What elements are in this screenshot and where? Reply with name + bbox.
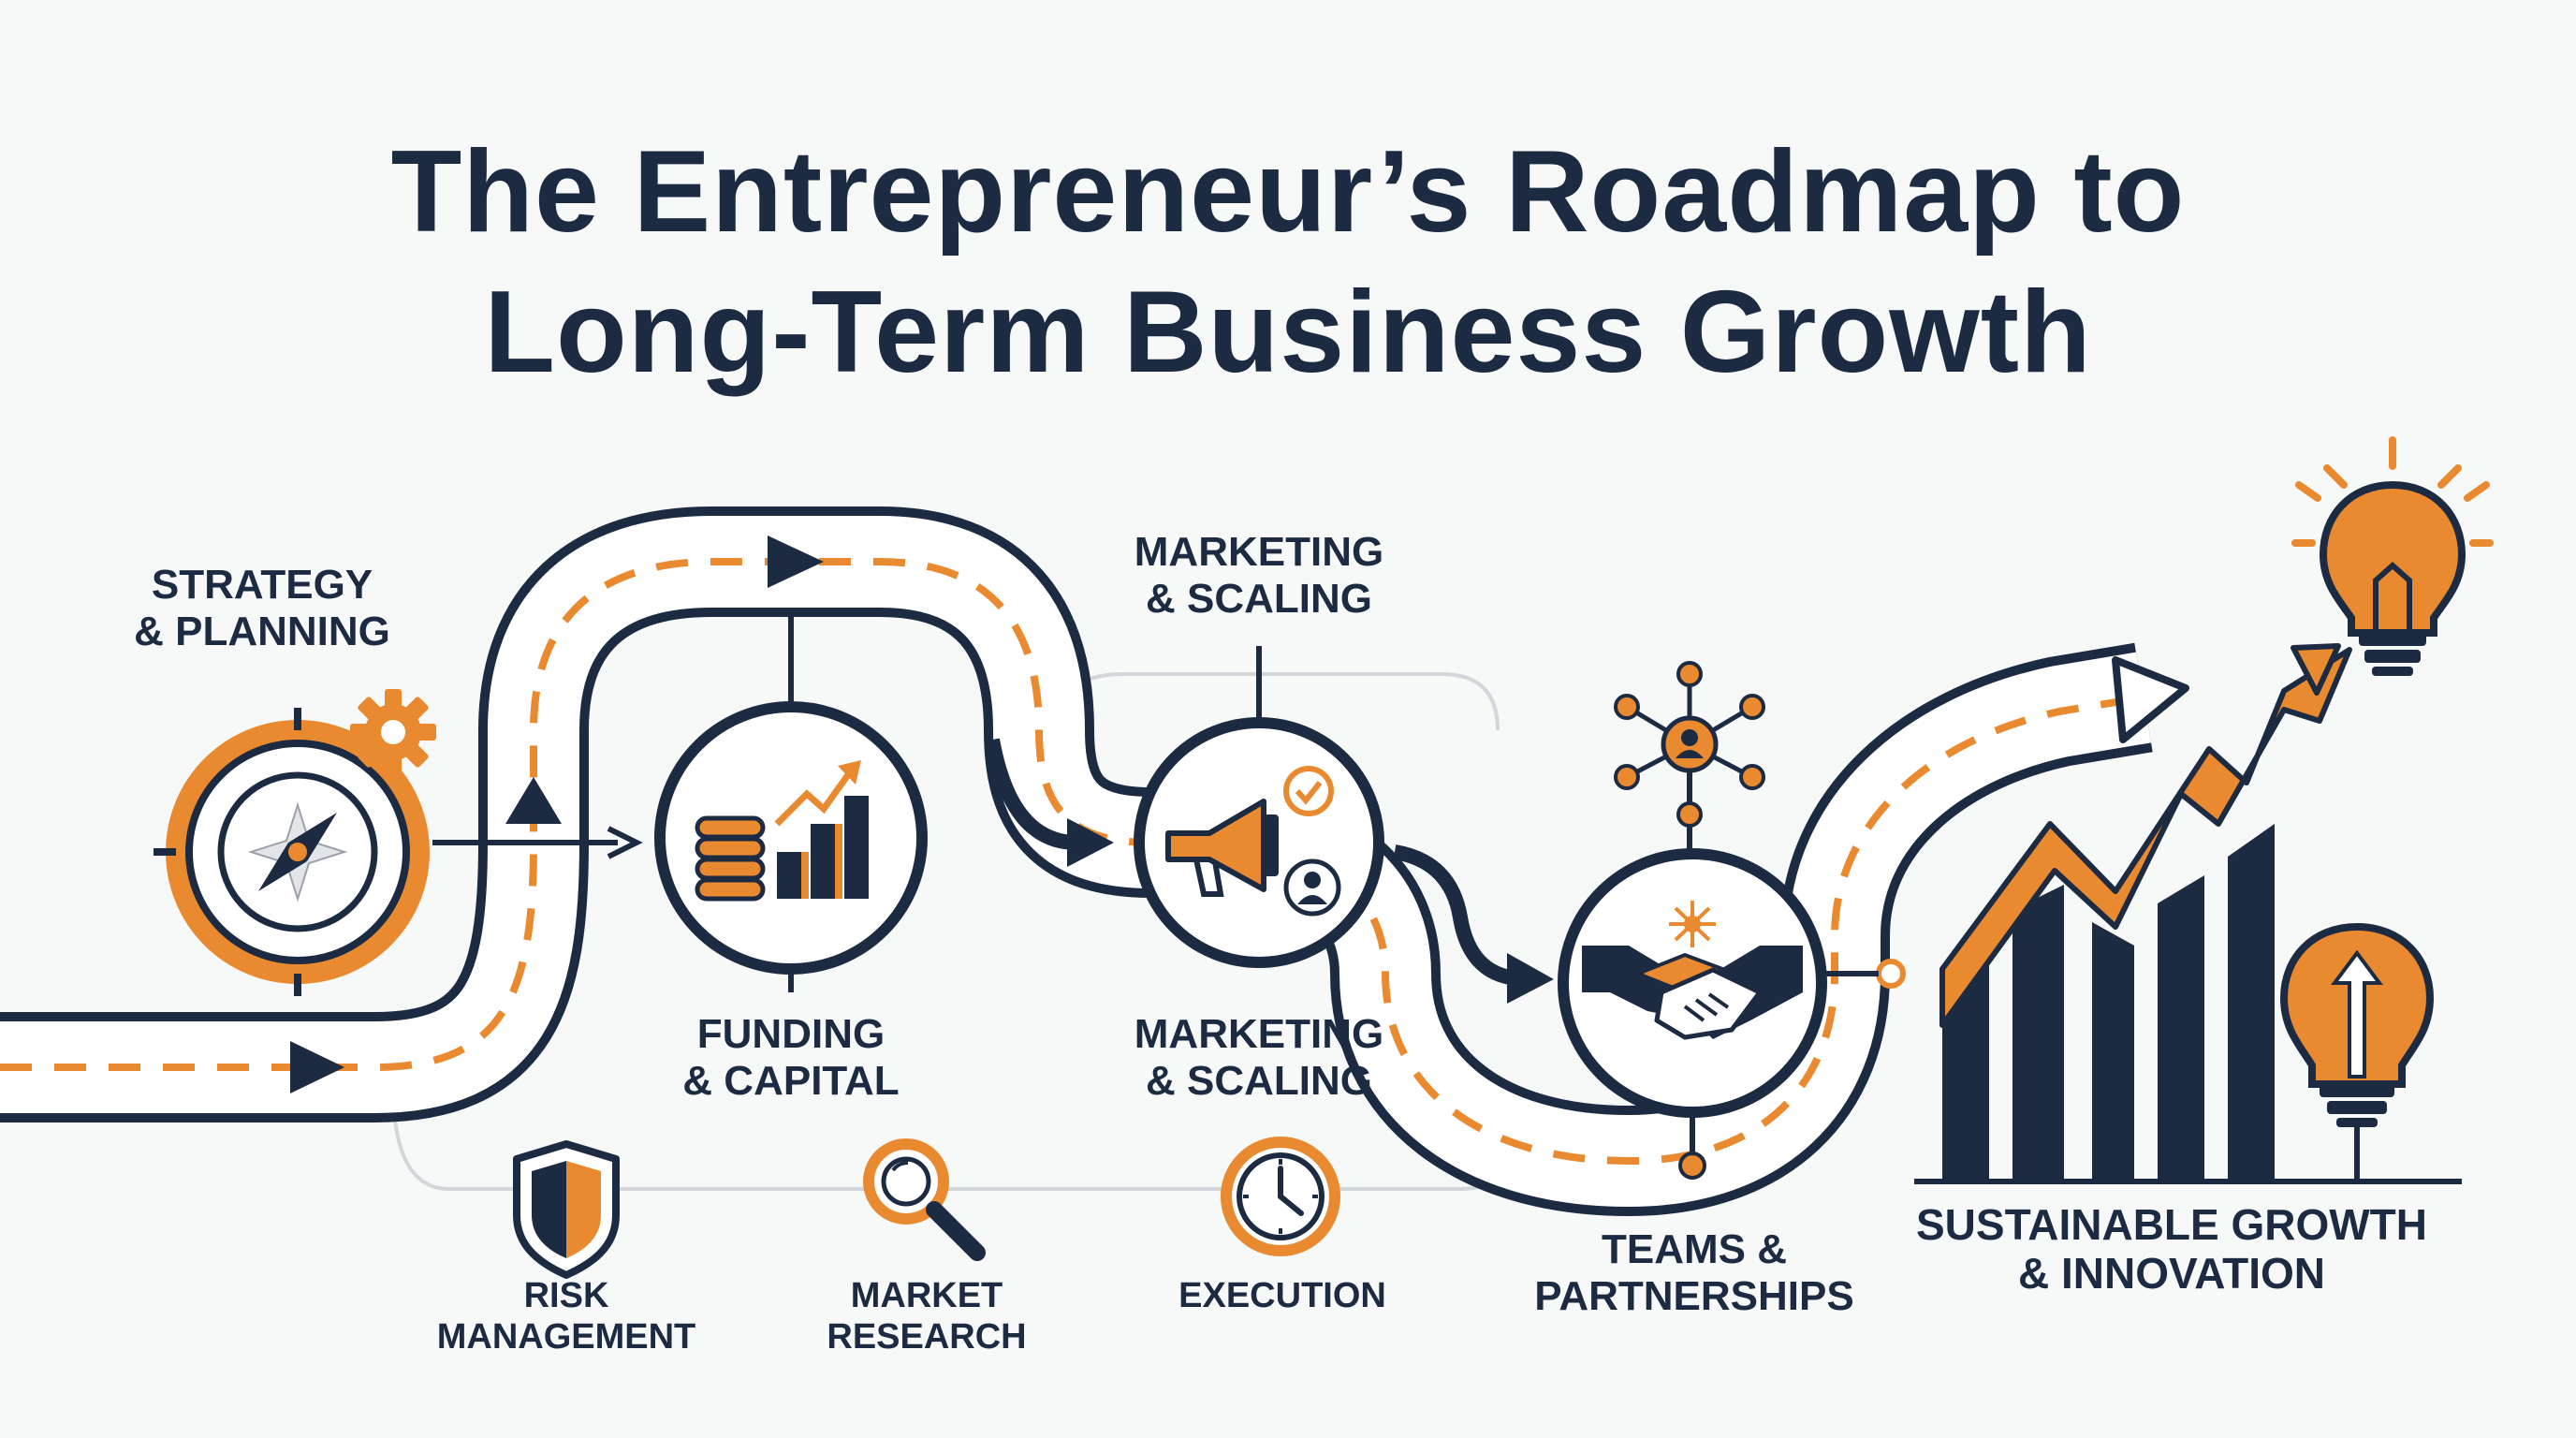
flow-arrows xyxy=(432,738,1554,1004)
gear-icon xyxy=(350,689,436,775)
network-icon xyxy=(1614,661,1765,861)
lightbulb-icon xyxy=(2291,436,2494,676)
compass-gear-icon xyxy=(154,689,436,996)
label-marketing-top-line2: & SCALING xyxy=(1146,576,1372,622)
label-teams: TEAMS & PARTNERSHIPS xyxy=(1507,1226,1881,1320)
growth-chart-icon xyxy=(1914,643,2462,1184)
label-execution-line1: EXECUTION xyxy=(1178,1276,1386,1315)
label-risk-line2: MANAGEMENT xyxy=(436,1317,696,1357)
label-funding-line1: FUNDING xyxy=(696,1011,886,1057)
road-end-arrow xyxy=(2112,656,2189,743)
label-strategy: STRATEGY & PLANNING xyxy=(122,562,402,655)
road-centerline xyxy=(0,558,2144,1166)
label-teams-line1: TEAMS & xyxy=(1602,1226,1787,1272)
label-marketing-bottom: MARKETING & SCALING xyxy=(1105,1011,1413,1105)
title-line-1: The Entrepreneur’s Roadmap to xyxy=(390,127,2186,257)
road-arrow-3 xyxy=(768,536,824,588)
coins-chart-icon xyxy=(654,609,928,992)
label-marketing-bottom-line2: & SCALING xyxy=(1146,1058,1372,1104)
road-arrow-1 xyxy=(290,1041,344,1093)
title-line-2: Long-Term Business Growth xyxy=(484,268,2092,397)
label-risk-management: RISK MANAGEMENT xyxy=(426,1275,707,1357)
magnifier-icon xyxy=(863,1138,986,1261)
label-growth-line2: & INNOVATION xyxy=(2018,1249,2325,1298)
handshake-icon xyxy=(1558,848,1906,1180)
label-growth: SUSTAINABLE GROWTH & INNOVATION xyxy=(1900,1200,2443,1298)
label-risk-line1: RISK xyxy=(523,1276,609,1315)
label-marketing-top-line1: MARKETING xyxy=(1134,529,1384,575)
shield-icon xyxy=(513,1140,620,1279)
label-growth-line1: SUSTAINABLE GROWTH xyxy=(1915,1200,2427,1249)
lightbulb-arrow-icon xyxy=(2279,922,2435,1181)
label-marketing-bottom-line1: MARKETING xyxy=(1134,1011,1384,1057)
label-strategy-line1: STRATEGY xyxy=(151,562,373,608)
megaphone-icon xyxy=(1134,646,1384,968)
user-badge-icon xyxy=(1283,858,1341,917)
label-market-line1: MARKET xyxy=(850,1276,1003,1315)
label-execution: EXECUTION xyxy=(1147,1275,1418,1316)
label-funding: FUNDING & CAPITAL xyxy=(637,1011,945,1105)
label-marketing-top: MARKETING & SCALING xyxy=(1105,529,1413,623)
check-badge-icon xyxy=(1283,766,1334,816)
label-market-line2: RESEARCH xyxy=(827,1317,1027,1357)
label-funding-line2: & CAPITAL xyxy=(682,1058,900,1104)
label-market-research: MARKET RESEARCH xyxy=(791,1275,1062,1357)
clock-icon xyxy=(1221,1137,1340,1256)
road-arrow-2 xyxy=(505,777,562,824)
label-teams-line2: PARTNERSHIPS xyxy=(1534,1273,1854,1319)
label-strategy-line2: & PLANNING xyxy=(134,609,390,654)
